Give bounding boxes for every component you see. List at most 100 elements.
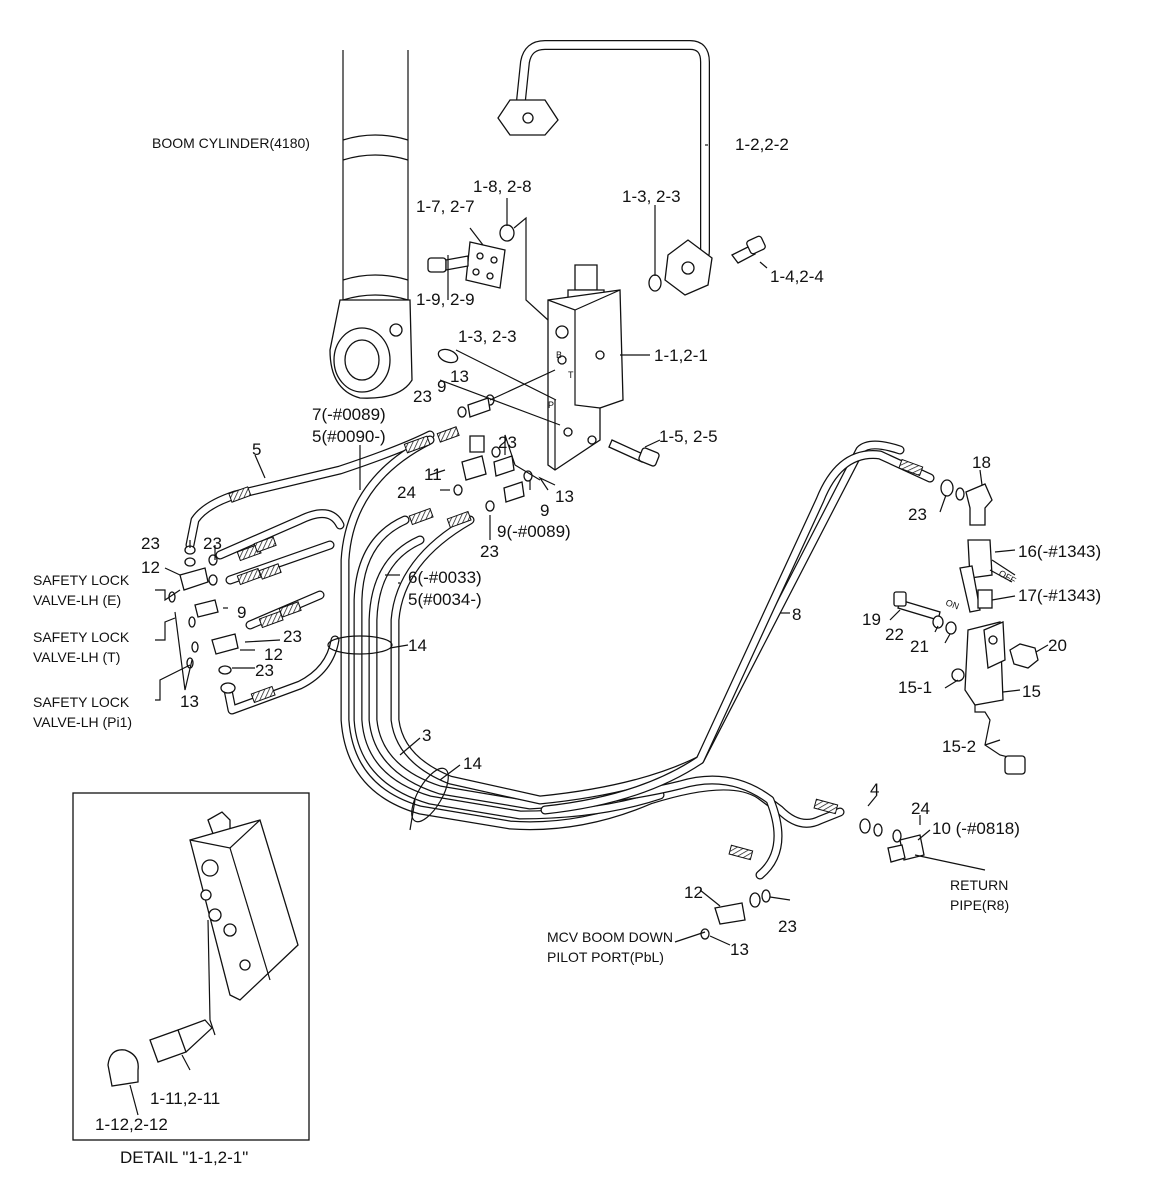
port-pi-label: Pi xyxy=(548,400,556,410)
label-23-left-2: 23 xyxy=(203,534,222,553)
bolt-1-9 xyxy=(427,255,469,273)
label-1-5: 1-5, 2-5 xyxy=(659,427,718,446)
fittings-mcv xyxy=(700,889,771,940)
o-ring-1-3-mid xyxy=(437,348,459,364)
label-24-right: 24 xyxy=(911,799,930,818)
o-ring-1-3-top xyxy=(648,274,662,292)
label-12-left-2: 12 xyxy=(264,645,283,664)
label-5-0090: 5(#0090-) xyxy=(312,427,386,446)
valve-block-1-1 xyxy=(547,264,624,471)
label-23-right: 23 xyxy=(908,505,927,524)
washer-21 xyxy=(945,621,957,635)
label-1-3-mid: 1-3, 2-3 xyxy=(458,327,517,346)
label-10: 10 (-#0818) xyxy=(932,819,1020,838)
label-23-left-1: 23 xyxy=(141,534,160,553)
label-4: 4 xyxy=(870,780,879,799)
label-19: 19 xyxy=(862,610,881,629)
label-safety-e-line2: VALVE-LH (E) xyxy=(33,592,121,608)
label-24-mid: 24 xyxy=(397,483,416,502)
label-13-bottom: 13 xyxy=(730,940,749,959)
port-t-label: T xyxy=(568,370,574,380)
labels: BOOM CYLINDER(4180) 1-2,2-2 1-8, 2-8 1-7… xyxy=(33,135,1101,1167)
boom-cylinder xyxy=(329,50,413,399)
label-9-mid: 9 xyxy=(540,501,549,520)
label-23-left-3: 23 xyxy=(283,627,302,646)
label-23-mid: 23 xyxy=(498,433,517,452)
plate-1-7 xyxy=(465,241,506,289)
label-mcv-line1: MCV BOOM DOWN xyxy=(547,929,673,945)
bolt-1-4 xyxy=(731,235,766,264)
label-3: 3 xyxy=(422,726,431,745)
label-detail-title: DETAIL "1-1,2-1" xyxy=(120,1148,248,1167)
leader-lines xyxy=(129,144,1049,1116)
label-9-0089: 9(-#0089) xyxy=(497,522,571,541)
valve-16 xyxy=(959,539,1016,613)
fittings-upper xyxy=(453,394,533,512)
label-1-12: 1-12,2-12 xyxy=(95,1115,168,1134)
label-1-4: 1-4,2-4 xyxy=(770,267,824,286)
label-7: 7(-#0089) xyxy=(312,405,386,424)
hoses-main-bundle xyxy=(340,435,905,880)
label-switch-off: OFF xyxy=(997,568,1018,586)
label-1-7: 1-7, 2-7 xyxy=(416,197,475,216)
label-15-1: 15-1 xyxy=(898,678,932,697)
fittings-right-upper xyxy=(940,479,993,526)
label-boom-cylinder: BOOM CYLINDER(4180) xyxy=(152,135,310,151)
label-mcv-line2: PILOT PORT(PbL) xyxy=(547,949,664,965)
washer-22 xyxy=(932,615,944,629)
cable-tie-14-low xyxy=(409,767,449,831)
label-5-0034: 5(#0034-) xyxy=(408,590,482,609)
label-22: 22 xyxy=(885,625,904,644)
label-8: 8 xyxy=(792,605,801,624)
label-14-top: 14 xyxy=(408,636,427,655)
label-18: 18 xyxy=(972,453,991,472)
label-switch-on: ON xyxy=(944,597,960,611)
o-ring-1-8 xyxy=(499,224,515,242)
label-safety-pi-line1: SAFETY LOCK xyxy=(33,694,130,710)
label-23-low: 23 xyxy=(480,542,499,561)
label-9-left: 9 xyxy=(237,603,246,622)
detail-box xyxy=(72,792,310,1141)
hose-fittings xyxy=(228,426,924,861)
label-1-8: 1-8, 2-8 xyxy=(473,177,532,196)
bolt-19 xyxy=(893,591,941,621)
label-15-2: 15-2 xyxy=(942,737,976,756)
pipe-1-2 xyxy=(497,40,713,296)
label-13-left: 13 xyxy=(180,692,199,711)
fittings-return xyxy=(859,818,925,863)
plug-20 xyxy=(1009,643,1039,669)
cable-tie-14-top xyxy=(327,635,393,655)
bolt-1-5 xyxy=(608,439,660,467)
label-12-low: 12 xyxy=(684,883,703,902)
port-b-label: B xyxy=(556,350,562,360)
fitting-17 xyxy=(977,589,993,609)
label-1-2: 1-2,2-2 xyxy=(735,135,789,154)
label-6: 6(-#0033) xyxy=(408,568,482,587)
label-return-line2: PIPE(R8) xyxy=(950,897,1009,913)
label-9-top: 9 xyxy=(437,377,446,396)
hose-8 xyxy=(540,450,935,815)
label-safety-pi-line2: VALVE-LH (Pi1) xyxy=(33,714,132,730)
label-1-11: 1-11,2-11 xyxy=(150,1089,220,1108)
label-21: 21 xyxy=(910,637,929,656)
label-1-3-top: 1-3, 2-3 xyxy=(622,187,681,206)
label-14-low: 14 xyxy=(463,754,482,773)
label-5: 5 xyxy=(252,440,261,459)
label-23-left-4: 23 xyxy=(255,661,274,680)
label-1-1: 1-1,2-1 xyxy=(654,346,708,365)
label-20: 20 xyxy=(1048,636,1067,655)
label-13-top: 13 xyxy=(450,367,469,386)
label-23-bottom: 23 xyxy=(778,917,797,936)
label-23-top: 23 xyxy=(413,387,432,406)
label-17: 17(-#1343) xyxy=(1018,586,1101,605)
label-16: 16(-#1343) xyxy=(1018,542,1101,561)
label-safety-t-line2: VALVE-LH (T) xyxy=(33,649,120,665)
label-15: 15 xyxy=(1022,682,1041,701)
label-1-9: 1-9, 2-9 xyxy=(416,290,475,309)
label-11: 11 xyxy=(424,465,442,484)
label-13-mid: 13 xyxy=(555,487,574,506)
label-safety-e-line1: SAFETY LOCK xyxy=(33,572,130,588)
block-15 xyxy=(951,621,1026,775)
label-safety-t-line1: SAFETY LOCK xyxy=(33,629,130,645)
